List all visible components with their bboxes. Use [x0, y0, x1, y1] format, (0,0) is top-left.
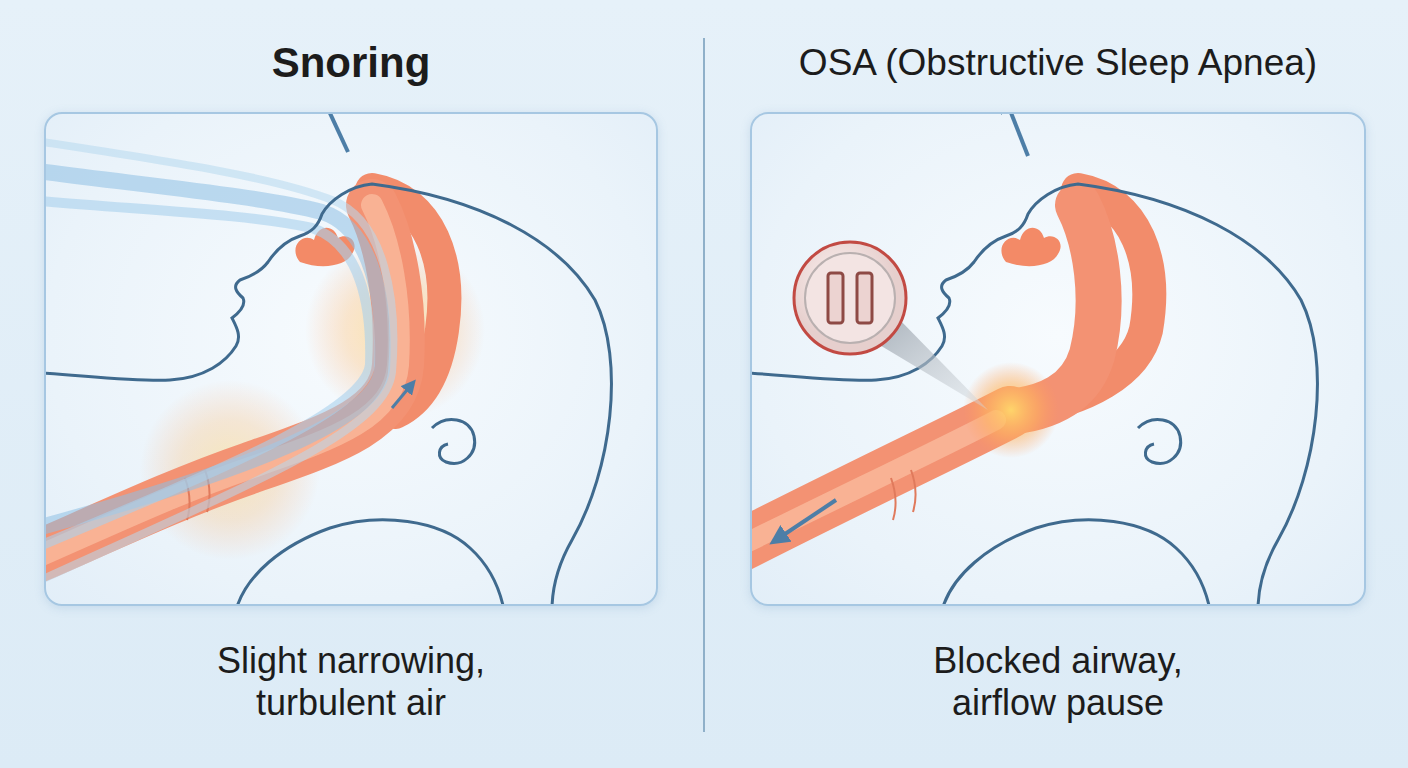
airway-tube: [46, 205, 399, 560]
airway-panel: SnoringSlight narrowing, turbulent air: [44, 112, 658, 606]
airway-lumen: [46, 205, 399, 560]
panel-caption: Blocked airway, airflow pause: [888, 640, 1228, 724]
panel-title: Snoring: [46, 38, 656, 88]
osa-art: [752, 114, 1317, 604]
trachea-lumen: [752, 420, 996, 548]
airflow-stream: [46, 200, 370, 550]
callout-pointer: [868, 316, 988, 410]
pharynx-wall: [372, 190, 444, 412]
trachea-tube: [752, 412, 1010, 548]
trachea-ring: [891, 470, 916, 520]
snoring-illustration: [46, 114, 611, 604]
blockage-glow: [963, 362, 1059, 458]
trachea-ring: [185, 470, 210, 520]
nasal-tissue: [1001, 228, 1060, 266]
glow: [140, 380, 320, 560]
osa-illustration: [736, 100, 1317, 610]
airflow-arrow: [776, 500, 836, 540]
pause-bar: [828, 273, 843, 323]
head-outline: [46, 184, 611, 604]
pharynx-wall: [1018, 190, 1149, 410]
airflow-arrow: [392, 384, 412, 408]
airflow-arrow: [322, 114, 348, 152]
airflow-stream: [46, 170, 383, 530]
head-outline: [752, 184, 1317, 604]
panel-caption: Slight narrowing, turbulent air: [181, 640, 521, 724]
pause-icon: [794, 242, 906, 354]
airway-panel: OSA (Obstructive Sleep Apnea)Blocked air…: [750, 112, 1366, 606]
pause-icon-inner: [805, 253, 895, 343]
shoulder-outline: [942, 520, 1210, 604]
ear-outline: [432, 420, 475, 464]
panel-title: OSA (Obstructive Sleep Apnea): [752, 38, 1364, 88]
airway-tube: [1010, 205, 1099, 412]
nasal-tissue: [295, 228, 354, 266]
pause-bar: [857, 273, 872, 323]
glow: [305, 240, 485, 420]
airflow-arrow: [1006, 114, 1028, 156]
airflow-stream: [46, 140, 393, 585]
ear-outline: [1138, 420, 1181, 464]
divider-line: [703, 38, 705, 732]
shoulder-outline: [236, 520, 504, 604]
